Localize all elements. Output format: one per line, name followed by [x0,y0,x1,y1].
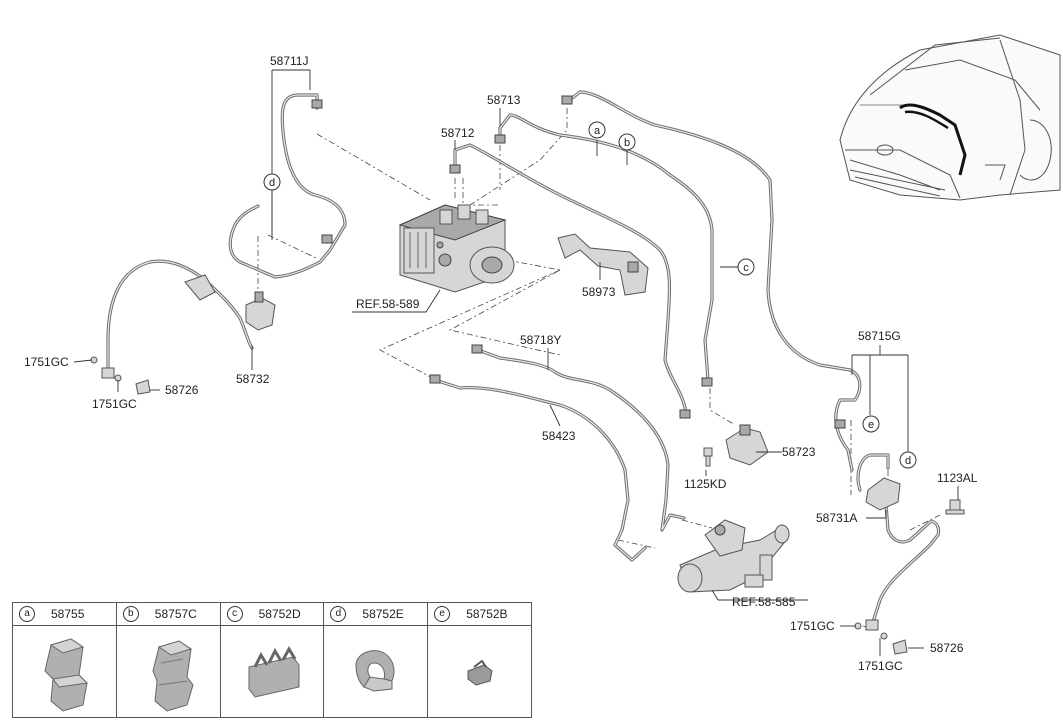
label-1125KD: 1125KD [684,477,727,491]
label-1751GC-left-a: 1751GC [24,355,69,369]
vehicle-location-inset [839,34,1061,201]
clip-legend-table: a 58755 b 58757C c 58752D d 58752E e 58752B [12,602,532,718]
label-1751GC-right-a: 1751GC [790,619,835,633]
callout-d-right: d [905,455,911,467]
callout-b: b [624,137,630,149]
clip-b-icon [152,640,194,712]
label-58732: 58732 [236,372,270,386]
part-labels: 58711J 58713 58712 58973 REF.58-589 5873… [24,54,978,673]
legend-letter-a: a [19,606,35,622]
label-58726-right: 58726 [930,641,964,655]
label-58715G: 58715G [858,329,901,343]
label-58712: 58712 [441,126,475,140]
label-58726-left: 58726 [165,383,199,397]
legend-part-d: 58752E [362,607,404,621]
legend-cell-b: b 58757C [116,603,221,717]
legend-cell-e: e 58752B [428,603,531,717]
clip-d-icon [355,650,395,692]
bracket-58973 [557,233,649,296]
master-cylinder [677,519,790,593]
legend-cell-c: c 58752D [220,603,325,717]
legend-letter-c: c [226,606,243,622]
label-58973: 58973 [582,285,616,299]
label-1751GC-left-b: 1751GC [92,397,137,411]
legend-part-a: 58755 [51,607,85,621]
leader-lines [73,69,959,656]
callout-d-left: d [269,177,275,189]
abs-modulator-unit [398,204,515,293]
clip-a-icon [44,638,89,712]
label-58718Y: 58718Y [520,333,561,347]
label-ref-58-589: REF.58-589 [356,297,420,311]
brake-pipes [106,90,941,627]
label-1123AL: 1123AL [937,471,978,485]
label-58723: 58723 [782,445,816,459]
callout-e: e [868,419,874,431]
legend-cell-a: a 58755 [13,603,117,717]
label-58731A: 58731A [816,511,857,525]
label-1751GC-right-b: 1751GC [858,659,903,673]
label-58713: 58713 [487,93,521,107]
legend-letter-e: e [434,606,451,622]
callout-a: a [594,125,601,137]
small-parts [90,95,965,655]
clip-e-icon [467,659,493,686]
label-58423: 58423 [542,429,576,443]
legend-cell-d: d 58752E [324,603,429,717]
clip-c-icon [248,645,300,698]
circle-callouts: a b c d d e [263,121,917,469]
legend-part-b: 58757C [154,607,197,621]
legend-part-c: 58752D [258,607,301,621]
label-58711J: 58711J [270,54,308,68]
label-ref-58-585: REF.58-585 [732,595,796,609]
callout-c: c [743,262,749,274]
legend-letter-d: d [330,606,347,622]
legend-letter-b: b [122,606,139,622]
reference-dashed-lines [105,108,941,631]
legend-part-e: 58752B [466,607,508,621]
